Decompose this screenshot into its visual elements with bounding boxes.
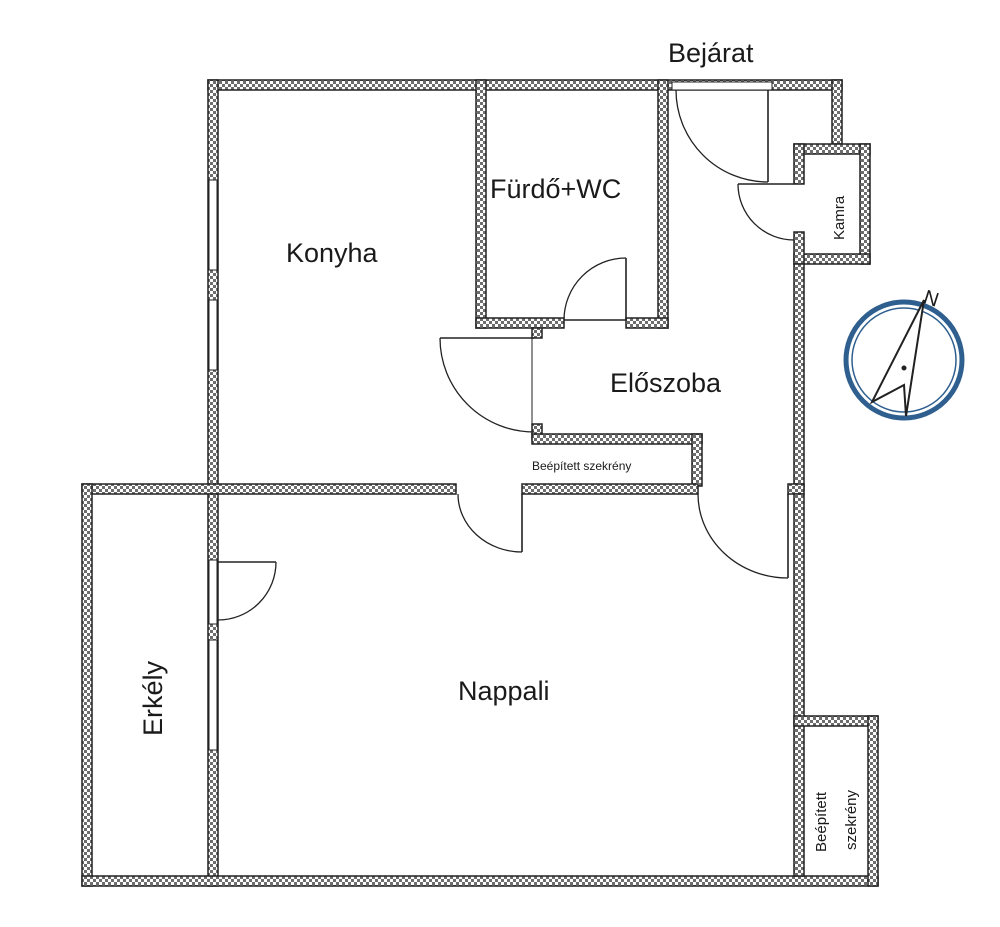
doors	[217, 81, 795, 621]
door-living-1	[457, 493, 523, 553]
label-bathroom: Fürdő+WC	[490, 174, 621, 204]
label-living: Nappali	[458, 676, 550, 706]
label-builtin-living-1: Beépített	[813, 791, 830, 852]
wall-middle-left	[81, 483, 457, 495]
wall-bottom	[81, 875, 879, 887]
wall-bath-right	[657, 79, 669, 329]
wall-closet2-top	[793, 715, 879, 727]
wall-kitchen-left	[207, 79, 219, 491]
label-balcony: Erkély	[138, 660, 168, 736]
door-pantry	[737, 183, 795, 241]
window-kitchen-left-2	[208, 299, 218, 371]
wall-middle-right	[521, 483, 699, 495]
door-balcony	[217, 561, 277, 621]
window-balcony	[208, 639, 218, 751]
label-hallway: Előszoba	[610, 368, 722, 398]
wall-entrance-right	[831, 79, 843, 145]
label-builtin-living-2: szekrény	[843, 789, 860, 850]
door-kitchen	[439, 337, 535, 433]
wall-pantry-right	[859, 143, 871, 265]
wall-hall-right	[793, 263, 805, 491]
window-kitchen-left	[208, 179, 218, 271]
wall-pantry-bottom	[793, 253, 871, 265]
windows	[208, 179, 218, 751]
door-entrance	[671, 81, 773, 183]
label-entrance: Bejárat	[668, 38, 754, 68]
wall-closet2-right	[867, 715, 879, 887]
wall-bath-bottom-left	[475, 317, 565, 329]
compass-icon: N	[843, 286, 965, 421]
wall-pantry-top	[793, 143, 871, 155]
walls	[81, 79, 879, 887]
window-balcony-door	[208, 559, 218, 625]
compass-north-label: N	[921, 286, 942, 311]
wall-pantry-left	[793, 143, 805, 185]
door-living-2	[697, 493, 789, 579]
wall-bath-bottom-right	[625, 317, 669, 329]
wall-pantry-left-low	[793, 231, 805, 265]
label-kitchen: Konyha	[286, 238, 379, 268]
wall-closet-right	[691, 433, 703, 487]
door-bathroom	[563, 257, 627, 321]
label-builtin-hall: Beépített szekrény	[532, 459, 631, 473]
wall-closet-top	[531, 433, 703, 445]
label-pantry: Kamra	[831, 195, 848, 240]
wall-bath-left	[475, 79, 487, 329]
wall-kitchen-hall	[531, 327, 543, 339]
wall-balcony-left	[81, 483, 93, 887]
wall-living-right	[793, 493, 805, 877]
wall-middle-far	[787, 483, 805, 495]
